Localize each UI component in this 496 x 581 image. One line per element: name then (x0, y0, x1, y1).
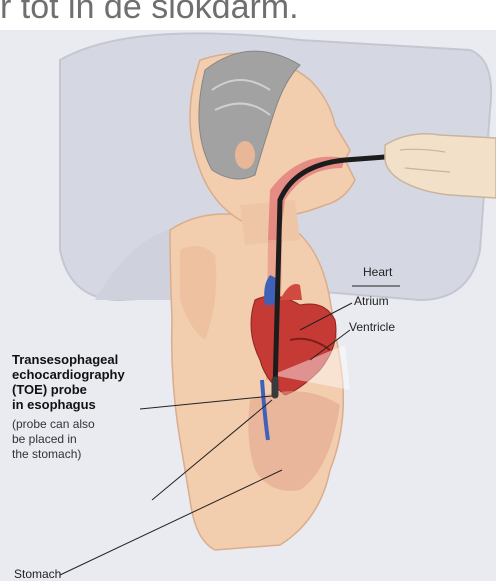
heart-label: Heart (363, 265, 392, 279)
probe-note-label: (probe can also be placed in the stomach… (12, 417, 95, 462)
probe-title-label: Transesophageal echocardiography (TOE) p… (12, 352, 125, 412)
probe-note-line: be placed in (12, 432, 95, 447)
ear (235, 141, 255, 169)
stomach-label: Stomach (14, 567, 61, 581)
probe-note-line: (probe can also (12, 417, 95, 432)
probe-note-line: the stomach) (12, 447, 95, 462)
probe-title-line: Transesophageal (12, 352, 125, 367)
atrium-label: Atrium (354, 294, 389, 308)
probe-title-line: echocardiography (12, 367, 125, 382)
probe-title-line: (TOE) probe (12, 382, 125, 397)
probe-title-line: in esophagus (12, 397, 125, 412)
ventricle-label: Ventricle (349, 320, 395, 334)
